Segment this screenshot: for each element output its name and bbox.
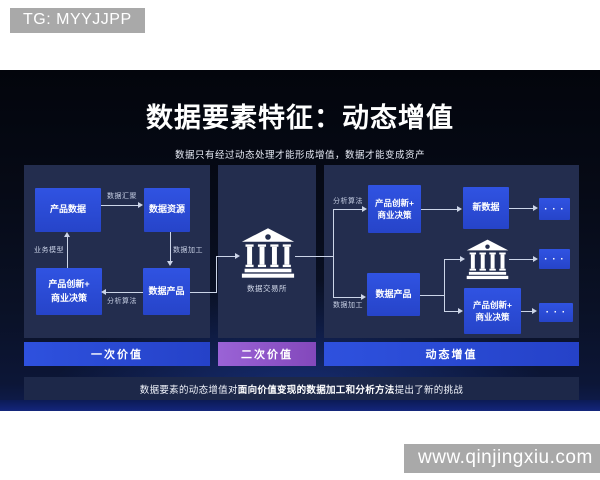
arrowhead-right-icon [532,308,537,314]
watermark-tg-tag: TG: MYYJJPP [10,8,145,33]
connector-line [420,295,444,296]
node-data-resource: 数据资源 [144,188,190,232]
arrowhead-right-icon [458,308,463,314]
node-ellipsis-bottom: · · · [539,303,573,322]
bank-exchange-icon [241,228,295,278]
arrowhead-right-icon [235,253,240,259]
edge-label-business-model: 业务模型 [34,247,64,254]
connector-line [101,205,139,206]
arrowhead-right-icon [362,206,367,212]
edge-label-analysis: 分析算法 [333,198,363,205]
connector-line [444,259,445,311]
connector-line [333,297,362,298]
edge-label-processing: 数据加工 [173,247,203,254]
connector-line [170,232,171,262]
arrowhead-right-icon [460,256,465,262]
edge-label-analysis: 分析算法 [107,298,137,305]
edge-label-aggregation: 数据汇聚 [107,193,137,200]
node-innovation-decision: 产品创新+ 商业决策 [36,268,102,315]
slide-bottom-band [0,400,600,411]
footer-statement: 数据要素的动态增值对面向价值变现的数据加工和分析方法提出了新的挑战 [24,377,579,400]
node-new-data: 新数据 [463,187,509,229]
connector-line [509,208,534,209]
connector-line [333,209,334,297]
node-ellipsis-top: · · · [539,198,570,220]
connector-line [67,237,68,268]
arrowhead-down-icon [167,261,173,266]
arrowhead-right-icon [533,256,538,262]
stage-bar-dynamic: 动态增值 [324,342,579,366]
connector-line [216,256,217,293]
node-data-product: 数据产品 [143,268,190,315]
footer-text-bold: 面向价值变现的数据加工和分析方法 [237,384,395,396]
connector-line [216,256,236,257]
node-ellipsis-middle: · · · [539,249,570,269]
connector-line [444,259,461,260]
connector-line [509,259,534,260]
connector-line [444,311,459,312]
slide-title: 数据要素特征：动态增值 [146,103,454,133]
connector-line [421,209,458,210]
arrowhead-left-icon [101,289,106,295]
arrowhead-right-icon [361,294,366,300]
connector-line [521,311,534,312]
node-data-product-right: 数据产品 [367,273,420,316]
edge-label-processing: 数据加工 [333,302,363,309]
arrowhead-right-icon [457,206,462,212]
connector-line [333,209,363,210]
node-innovation-decision-top: 产品创新+ 商业决策 [368,185,421,233]
exchange-label: 数据交易所 [247,284,287,293]
footer-text-suffix: 提出了新的挑战 [394,384,464,396]
panel-secondary-value [218,165,316,338]
stage-bar-secondary: 二次价值 [218,342,316,366]
stage-bar-primary: 一次价值 [24,342,210,366]
connector-line [295,256,333,257]
arrowhead-right-icon [138,202,143,208]
footer-text-prefix: 数据要素的动态增值对 [139,384,238,396]
connector-line [106,292,143,293]
watermark-site-url: www.qinjingxiu.com [404,444,600,473]
arrowhead-up-icon [64,232,70,237]
node-innovation-decision-bottom: 产品创新+ 商业决策 [464,288,521,334]
bank-icon [466,239,509,280]
arrowhead-right-icon [533,205,538,211]
connector-line [190,292,217,293]
node-product-data: 产品数据 [35,188,101,232]
slide-subtitle: 数据只有经过动态处理才能形成增值，数据才能变成资产 [174,150,425,161]
